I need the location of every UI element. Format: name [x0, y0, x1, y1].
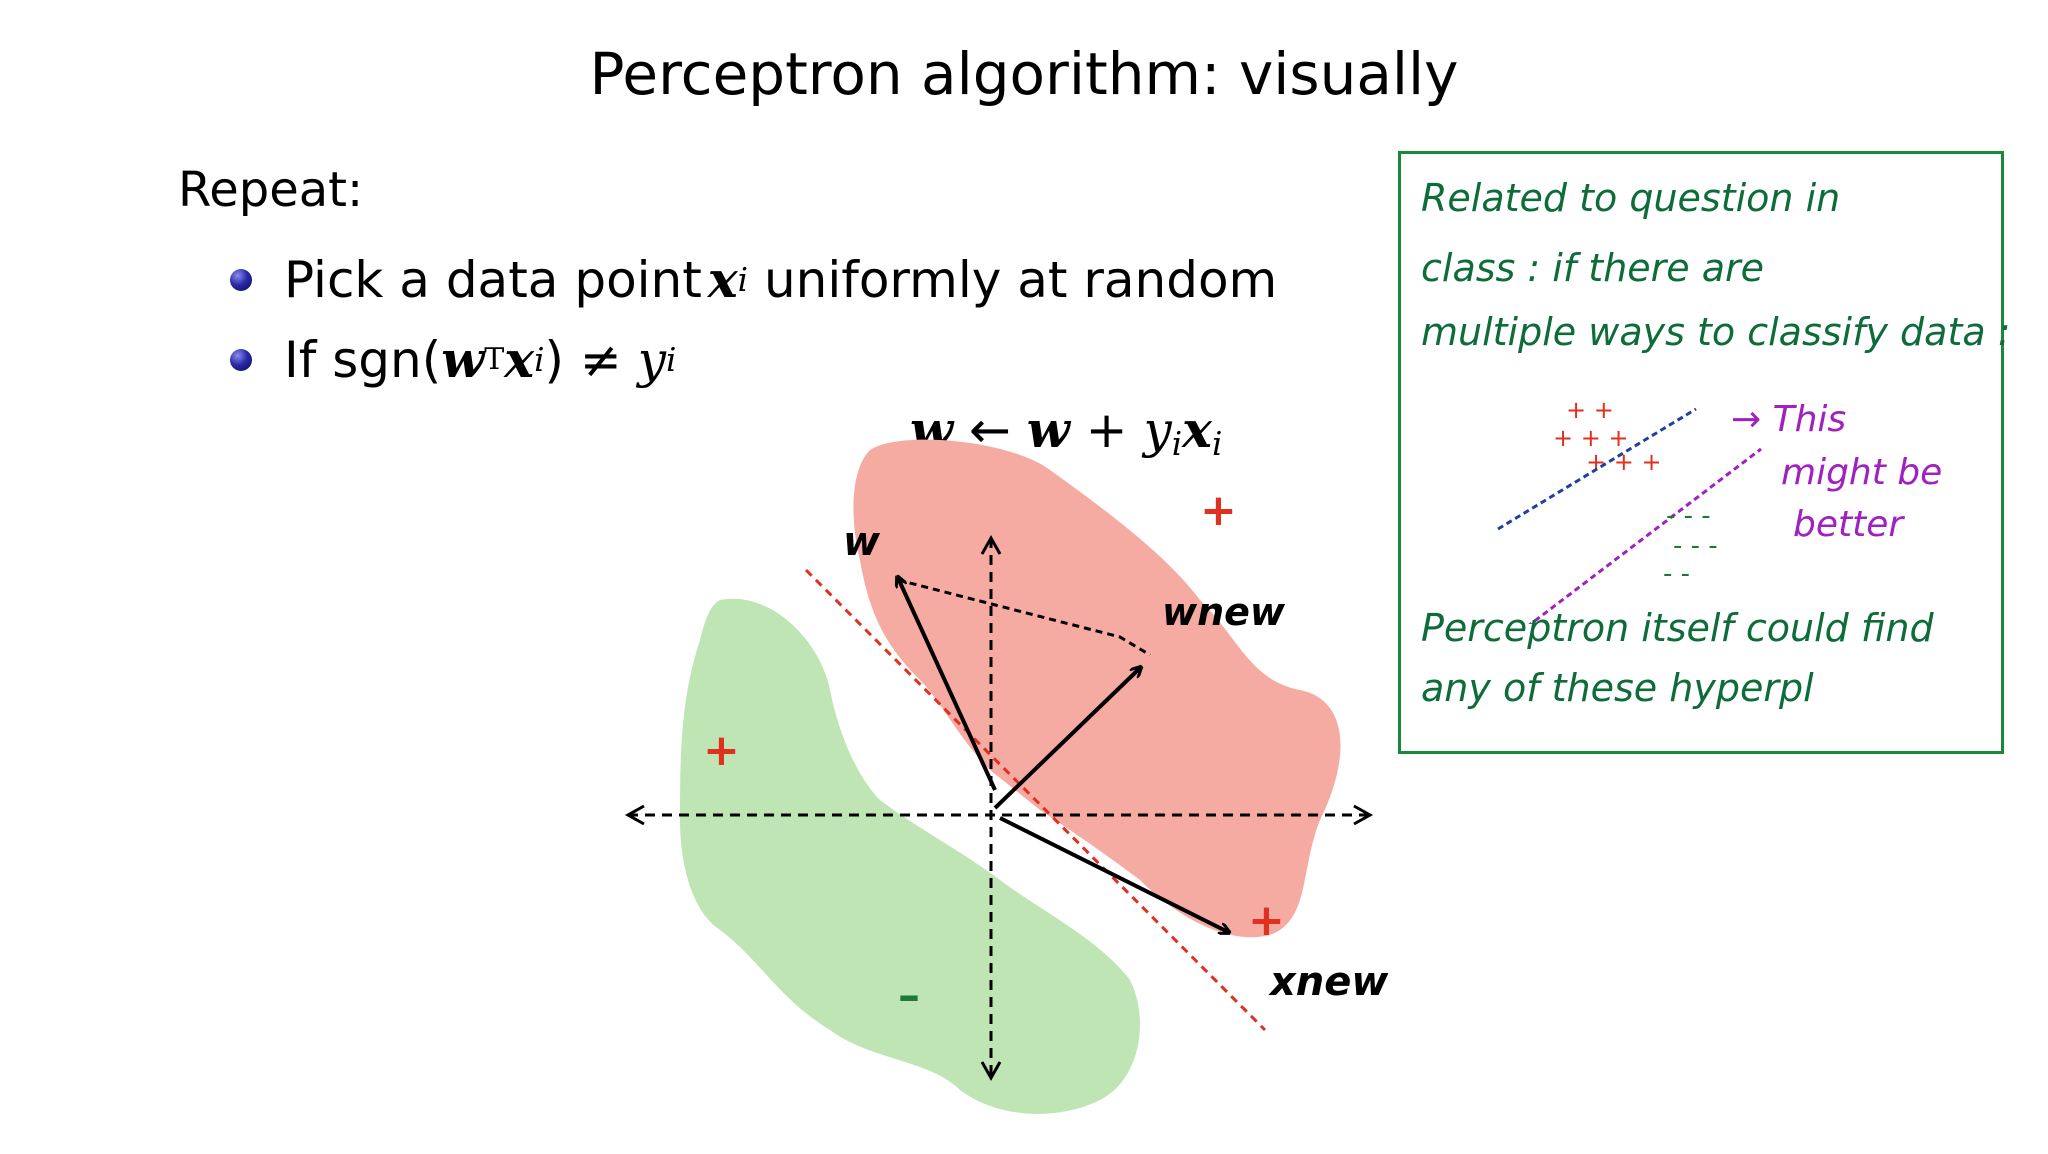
update-x-sub: i	[1211, 425, 1223, 464]
negative-region	[680, 598, 1140, 1114]
note-line-2: class : if there are	[1421, 246, 1765, 290]
note-bottom-line-1: Perceptron itself could find	[1421, 606, 1934, 650]
sketch-plus: + + +	[1586, 448, 1662, 476]
note-bottom-line-2: any of these hyperpl	[1421, 666, 1814, 710]
w-vector	[898, 578, 997, 791]
x-new-vector	[999, 816, 1228, 932]
sketch-purple-line	[1528, 447, 1762, 624]
sketch-minus: - -	[1663, 559, 1690, 589]
note-line-3: multiple ways to classify data :	[1421, 310, 2011, 354]
cond-x: x	[504, 330, 535, 389]
update-plus: +	[1069, 401, 1144, 459]
var-x: x	[707, 250, 738, 309]
cond-x-sub: i	[534, 340, 545, 379]
annotation-note: Related to question in class : if there …	[1398, 151, 2011, 754]
sketch-blue-line	[1497, 407, 1697, 531]
cond-y-sub: i	[665, 340, 677, 379]
cond-text-after: ) ≠	[544, 330, 638, 389]
update-y-sub: i	[1171, 425, 1183, 464]
y-axis-arrow-bottom	[980, 1061, 1002, 1082]
repeat-label: Repeat:	[178, 162, 364, 218]
update-x: x	[1182, 400, 1212, 459]
note-line-1: Related to question in	[1421, 176, 1841, 220]
w-new-label: wnew	[1162, 590, 1286, 634]
update-path-dashed	[897, 578, 1151, 657]
y-axis-arrow-top	[980, 534, 1002, 555]
bullet-icon	[230, 348, 252, 371]
bullet-text-after: uniformly at random	[748, 250, 1278, 309]
x-axis-arrow-right	[1353, 804, 1374, 826]
x-new-label: xnew	[1268, 959, 1389, 1005]
cond-w-sup: T	[484, 342, 505, 377]
update-y: y	[1143, 401, 1172, 459]
plus-mark-bottom: +	[1248, 895, 1285, 946]
decision-boundary-line	[804, 568, 1267, 1032]
w-new-vector	[993, 668, 1140, 810]
note-purple-3: better	[1793, 504, 1904, 545]
cond-text-before: If sgn(	[284, 330, 442, 389]
sketch-minus: - - -	[1673, 531, 1718, 561]
minus-mark: –	[898, 970, 920, 1021]
cond-y: y	[637, 330, 666, 389]
plus-mark-left: +	[703, 725, 740, 776]
positive-region	[853, 439, 1341, 938]
sketch-minus: - - -	[1666, 501, 1711, 531]
note-purple-1: → This	[1731, 399, 1847, 440]
note-purple-2: might be	[1781, 452, 1943, 493]
w-label: w	[843, 519, 881, 565]
sketch-plus: + + +	[1553, 424, 1629, 452]
note-sketch: + + + + + + + + - - - - - - - -	[1497, 396, 1762, 624]
var-x-sub: i	[737, 260, 749, 299]
bullet-icon	[230, 268, 252, 291]
bullet-text-before: Pick a data point	[284, 250, 702, 309]
x-axis-arrow-left	[624, 804, 645, 826]
slide-title: Perceptron algorithm: visually	[589, 40, 1459, 108]
plus-mark-top: +	[1200, 485, 1237, 536]
cond-w: w	[441, 330, 485, 389]
update-rhs-w: w	[1026, 400, 1070, 459]
sketch-plus: + +	[1566, 396, 1614, 424]
